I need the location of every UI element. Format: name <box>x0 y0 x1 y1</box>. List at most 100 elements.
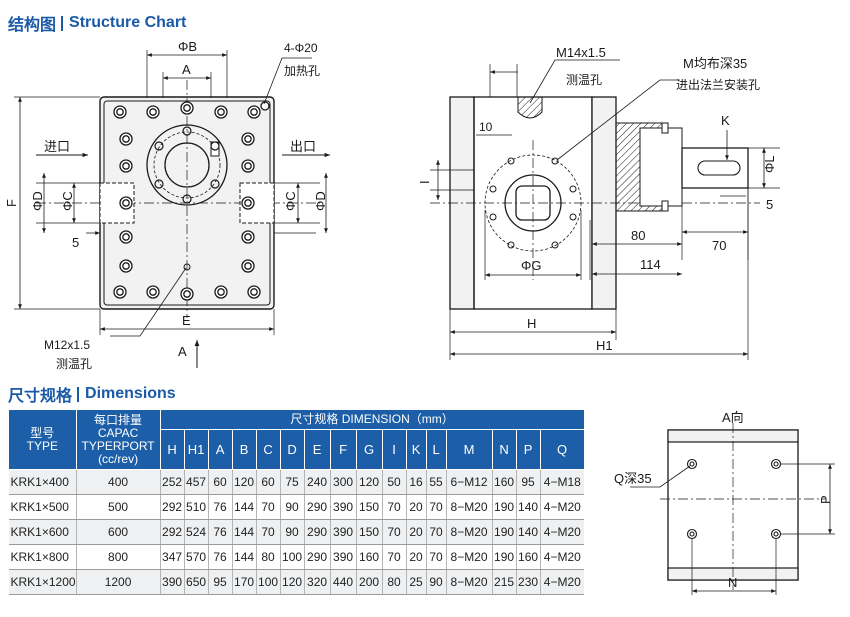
cell-n: 190 <box>492 544 517 570</box>
cell-b: 144 <box>232 544 257 570</box>
gear-outer-circle <box>146 124 228 206</box>
th-col-k: K <box>405 429 427 470</box>
label-5-front: 5 <box>72 235 79 250</box>
cell-f: 440 <box>330 569 357 595</box>
label-phiL: ΦL <box>762 155 777 173</box>
label-4phi20: 4-Φ20 <box>284 41 318 55</box>
th-col-q: Q <box>539 429 585 470</box>
cell-a: 76 <box>208 494 233 520</box>
label-phiC-right: ΦC <box>283 191 298 211</box>
cell-f: 300 <box>330 469 357 495</box>
th-col-a: A <box>207 429 233 470</box>
cell-e: 290 <box>304 494 331 520</box>
cell-h: 347 <box>160 544 185 570</box>
dimensions-title-en: Dimensions <box>85 385 176 402</box>
drive-shaft <box>681 147 749 189</box>
dimensions-title-cn: 尺寸规格 <box>8 388 73 405</box>
cell-h1: 524 <box>184 519 209 545</box>
label-p: P <box>818 495 833 504</box>
th-col-b: B <box>231 429 257 470</box>
label-phiB: ΦB <box>178 39 197 54</box>
cell-capacity: 1200 <box>76 569 161 595</box>
cell-l: 55 <box>426 469 447 495</box>
label-80: 80 <box>631 228 645 243</box>
cell-e: 320 <box>304 569 331 595</box>
shaft-bore <box>164 142 210 188</box>
cell-b: 170 <box>232 569 257 595</box>
cell-a: 76 <box>208 519 233 545</box>
label-114: 114 <box>640 257 661 272</box>
cell-k: 16 <box>406 469 427 495</box>
cell-d: 120 <box>280 569 305 595</box>
label-K: K <box>721 113 730 128</box>
cell-k: 20 <box>406 544 427 570</box>
th-cap-4: (cc/rev) <box>98 451 139 466</box>
cell-n: 160 <box>492 469 517 495</box>
leader-m14 <box>529 59 620 104</box>
cell-type: KRK1×1200 <box>8 569 77 595</box>
cell-m: 8−M20 <box>446 494 493 520</box>
structure-chart-title: 结构图 Structure Chart <box>8 11 186 35</box>
label-temp-hole-side: 测温孔 <box>566 73 602 87</box>
th-cap-1: 每口排量 <box>94 412 143 427</box>
cell-capacity: 800 <box>76 544 161 570</box>
th-type: 型号 TYPE <box>8 409 77 470</box>
cell-i: 70 <box>382 544 407 570</box>
label-A: A <box>182 62 191 77</box>
cell-type: KRK1×500 <box>8 494 77 520</box>
cell-p: 95 <box>516 469 541 495</box>
cell-c: 80 <box>256 544 281 570</box>
label-a-view: A向 <box>722 410 744 425</box>
label-n: N <box>728 575 737 590</box>
th-col-p: P <box>515 429 541 470</box>
th-col-h: H <box>159 429 185 470</box>
label-5-side: 5 <box>766 197 773 212</box>
cell-l: 70 <box>426 544 447 570</box>
th-col-n: N <box>491 429 517 470</box>
th-col-m: M <box>445 429 493 470</box>
label-H: H <box>527 316 536 331</box>
cell-h1: 457 <box>184 469 209 495</box>
cell-g: 150 <box>356 494 383 520</box>
cell-m: 8−M20 <box>446 569 493 595</box>
label-m-even: M均布深35 <box>683 56 747 71</box>
cell-capacity: 400 <box>76 469 161 495</box>
top-cut-section <box>517 96 543 119</box>
cell-b: 144 <box>232 494 257 520</box>
cell-q: 4−M20 <box>540 569 585 595</box>
cell-e: 240 <box>304 469 331 495</box>
cell-g: 200 <box>356 569 383 595</box>
cell-c: 70 <box>256 494 281 520</box>
cell-q: 4−M20 <box>540 519 585 545</box>
th-col-f: F <box>329 429 357 470</box>
cell-i: 70 <box>382 494 407 520</box>
coupling-ring <box>639 127 683 207</box>
label-H1: H1 <box>596 338 613 353</box>
label-inlet: 进口 <box>44 139 70 154</box>
cell-b: 144 <box>232 519 257 545</box>
cell-capacity: 500 <box>76 494 161 520</box>
th-type-cn: 型号 <box>30 425 55 440</box>
th-col-d: D <box>279 429 305 470</box>
label-m12: M12x1.5 <box>44 338 90 352</box>
label-outlet: 出口 <box>290 139 316 154</box>
a-view-drawing: A向 Q深35 P N <box>614 410 835 595</box>
th-capacity: 每口排量 CAPAC TYPERPORT (cc/rev) <box>75 409 161 470</box>
leader-m12 <box>110 267 187 337</box>
cell-d: 75 <box>280 469 305 495</box>
cell-e: 290 <box>304 519 331 545</box>
structure-chart-title-cn: 结构图 <box>8 17 57 34</box>
front-view <box>14 50 330 368</box>
cell-f: 390 <box>330 494 357 520</box>
th-col-h1: H1 <box>183 429 209 470</box>
cell-q: 4−M20 <box>540 544 585 570</box>
side-view-labels: M14x1.5 测温孔 M均布深35 进出法兰安装孔 10 I K ΦL 5 8… <box>417 45 777 353</box>
th-cap-2: CAPAC <box>97 425 139 440</box>
gear-bolt-circle <box>153 131 221 199</box>
shaft-key <box>697 160 741 176</box>
th-col-i: I <box>381 429 407 470</box>
cell-n: 215 <box>492 569 517 595</box>
cell-p: 230 <box>516 569 541 595</box>
